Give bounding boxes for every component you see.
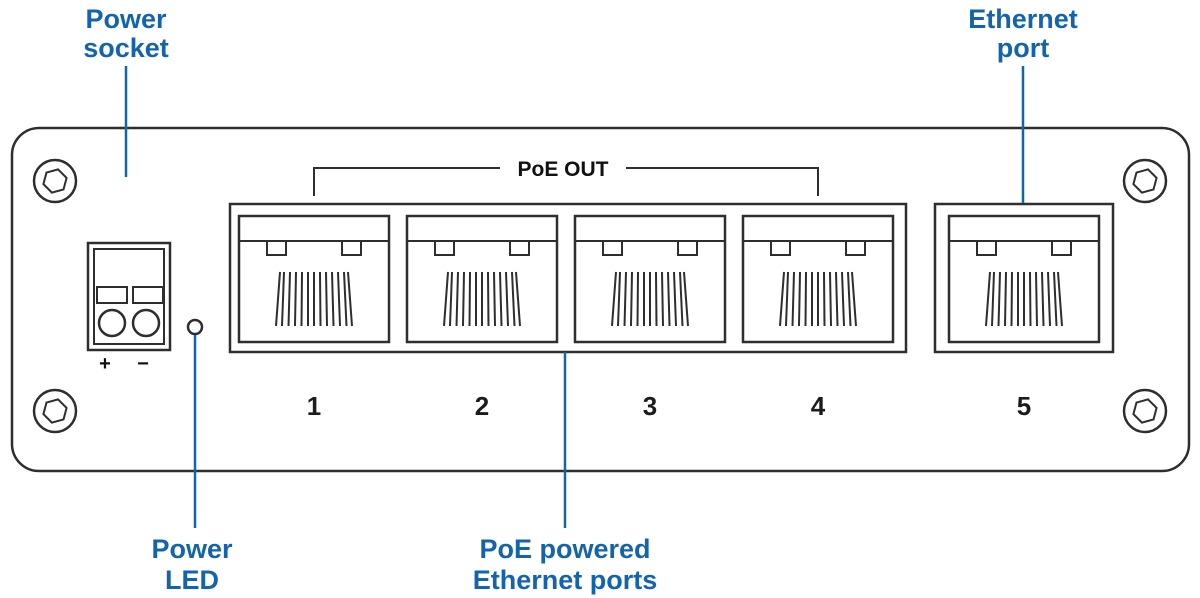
screw-top-left-icon [32, 158, 78, 204]
power-led-label-line2: LED [165, 565, 219, 595]
poe-ports-group [228, 202, 908, 354]
rj45-port-2 [405, 214, 559, 344]
rj45-port-5 [947, 214, 1101, 344]
power-socket-label-line1: Power [85, 4, 167, 34]
port-number-4: 4 [811, 391, 826, 421]
rj45-port-4 [741, 214, 895, 344]
port-number-3: 3 [643, 391, 657, 421]
power-socket: + − [86, 241, 172, 375]
polarity-plus-label: + [99, 353, 111, 375]
port-number-2: 2 [475, 391, 489, 421]
port-number-5: 5 [1017, 391, 1031, 421]
callout-poe-ports: PoE powered Ethernet ports [473, 352, 658, 595]
screw-top-right-icon [1122, 158, 1168, 204]
poe-out-bracket: PoE OUT [313, 158, 819, 196]
power-led-label-line1: Power [151, 534, 233, 564]
screw-bottom-left-icon [32, 388, 78, 434]
power-socket-screw-left [97, 308, 127, 338]
callout-power-led: Power LED [151, 335, 233, 595]
power-socket-terminal-right [132, 286, 164, 304]
rj45-port-1 [237, 214, 391, 344]
poe-out-label: PoE OUT [517, 158, 608, 181]
ethernet-port-label-line2: port [997, 33, 1049, 63]
ethernet-port-label-line1: Ethernet [968, 4, 1078, 34]
polarity-minus-label: − [137, 353, 149, 375]
poe-ports-label-line1: PoE powered [479, 534, 650, 564]
rj45-port-3 [573, 214, 727, 344]
ethernet-port-group [933, 202, 1115, 354]
callout-power-socket: Power socket [83, 4, 169, 177]
power-socket-screw-right [131, 308, 161, 338]
poe-bracket-left-line [313, 167, 500, 196]
poe-bracket-right-line [626, 167, 819, 196]
poe-ports-label-line2: Ethernet ports [473, 565, 658, 595]
power-socket-label-line2: socket [83, 33, 169, 63]
callout-ethernet-port: Ethernet port [968, 4, 1078, 203]
power-led [186, 318, 204, 336]
port-number-1: 1 [307, 391, 321, 421]
screw-bottom-right-icon [1122, 388, 1168, 434]
power-socket-terminal-left [96, 286, 128, 304]
